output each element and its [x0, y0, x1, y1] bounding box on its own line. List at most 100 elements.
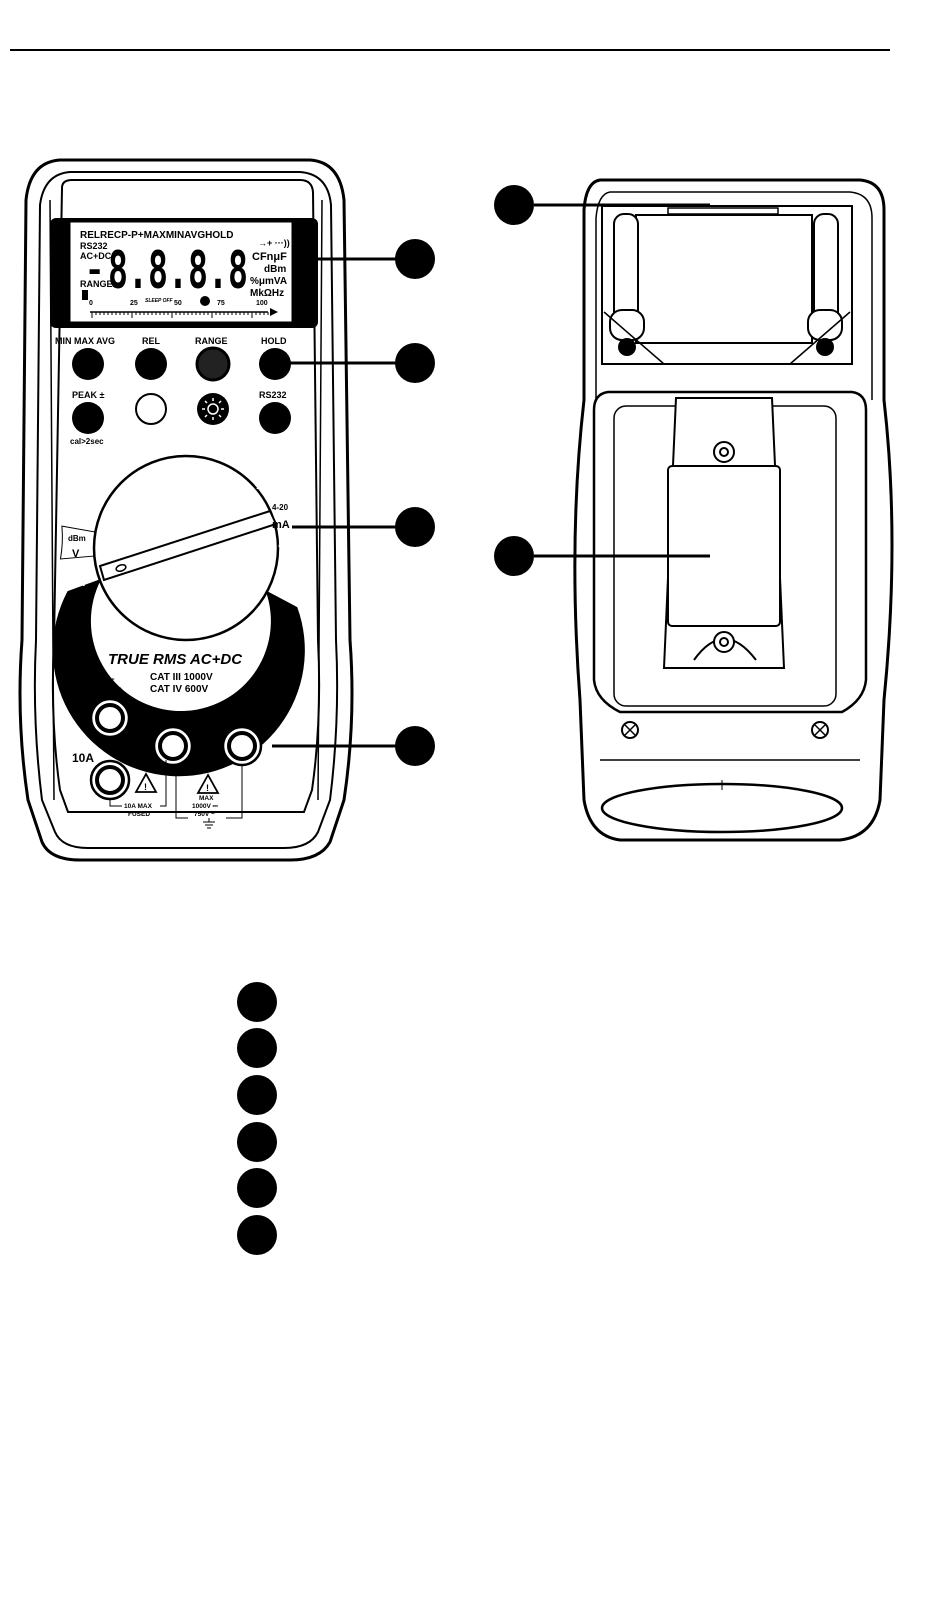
lcd-units-dbm: dBm [264, 264, 286, 275]
lcd-top-row: RELRECP-P+MAXMINAVGHOLD [80, 230, 233, 241]
dbm-pct-label: dBm % [235, 695, 266, 705]
dial-pointer [98, 509, 278, 582]
legend-marker [237, 1168, 277, 1208]
svg-text:0: 0 [89, 300, 93, 307]
lcd-cont-diode: →+ ···)) [258, 238, 290, 248]
dial-vdc: V [74, 518, 82, 530]
cat3-label: CAT III 1000V [150, 672, 213, 683]
ground-icon [203, 818, 215, 829]
minmax-label: MIN MAX AVG [55, 336, 115, 346]
dial-ohm: Ω [88, 486, 98, 500]
dial-cont: ·)))) [87, 476, 101, 485]
lcd-bargraph-scale: 0 25 SLEEP OFF 50 75 100 [89, 296, 278, 318]
svg-text:100: 100 [256, 300, 268, 307]
lcd-range: RANGE [80, 279, 113, 289]
warning-icon [134, 772, 158, 793]
rel-button[interactable] [135, 348, 167, 380]
range-label: RANGE [195, 336, 228, 346]
lcd-digits: 8.8.8.8 [108, 241, 248, 301]
rs232-label: RS232 [259, 390, 287, 400]
screw-icon [811, 721, 829, 739]
svg-text:MAX: MAX [130, 748, 145, 755]
meter-front: RELRECP-P+MAXMINAVGHOLD RS232 AC+DC - 8.… [18, 158, 354, 862]
jack-10a[interactable] [89, 759, 131, 801]
true-rms-label: TRUE RMS AC+DC [108, 651, 243, 668]
range-button[interactable] [195, 346, 231, 382]
dial-10a: 10A [256, 480, 276, 492]
callout-marker [395, 726, 435, 766]
legend-marker [237, 1028, 277, 1068]
svg-text:75: 75 [217, 300, 225, 307]
dial-degc: °C [278, 541, 293, 556]
svg-text:!: ! [206, 783, 209, 793]
legend-marker [237, 1215, 277, 1255]
10a-label: 10A [72, 751, 94, 765]
dial-degf: °F [274, 572, 287, 587]
svg-text:25: 25 [130, 300, 138, 307]
dial-4-20ma: mA [272, 519, 290, 531]
rs232-button[interactable] [259, 402, 291, 434]
svg-text:FUSED: FUSED [128, 811, 150, 818]
callout-marker [395, 507, 435, 547]
jack-ma-ua[interactable] [89, 697, 131, 739]
svg-text:SLEEP OFF: SLEEP OFF [145, 298, 174, 304]
screw-icon [713, 441, 735, 463]
vohm-label: VΩ →+ [222, 716, 262, 730]
minmax-button[interactable] [72, 348, 104, 380]
probe-holder-left [609, 213, 645, 356]
svg-text:50: 50 [174, 300, 182, 307]
hz-temp-label: Hz Temp [236, 706, 273, 716]
lcd-units-cap: CFnμF [252, 251, 287, 263]
svg-text:FUSED: FUSED [126, 756, 148, 763]
lcd-minus: - [88, 247, 101, 291]
peak-label: PEAK ± [72, 390, 105, 400]
cal-label: cal>2sec [70, 437, 104, 446]
dial-4-20: 4-20 [272, 503, 289, 512]
callout-lines-back [534, 203, 710, 558]
svg-text:!: ! [144, 782, 147, 792]
dial-hz: Hz [138, 446, 152, 458]
lcd-units-va: %μmVA [250, 276, 287, 287]
lcd-units-ohm: MkΩHz [250, 288, 284, 299]
blank-button[interactable] [135, 393, 167, 425]
backlight-icon [202, 398, 224, 420]
warning-icon [196, 773, 220, 794]
dial-cap: −||− [173, 437, 192, 449]
callout-lines-front [272, 257, 396, 748]
legend-marker [237, 1122, 277, 1162]
dial-off: OFF [67, 577, 89, 589]
hold-button[interactable] [259, 348, 291, 380]
probe-holder-right [807, 213, 843, 356]
svg-text:400 mA: 400 mA [124, 740, 147, 747]
dial-diode: →+ [117, 458, 133, 469]
dial-dbm: dBm [68, 534, 86, 543]
backlight-button[interactable] [197, 393, 229, 425]
callout-marker [494, 185, 534, 225]
battery-icon [82, 290, 88, 300]
legend-marker [237, 982, 277, 1022]
callout-marker [395, 343, 435, 383]
com-label: COM [154, 715, 182, 729]
hold-label: HOLD [261, 336, 287, 346]
lcd-rs232: RS232 [80, 241, 108, 251]
callout-marker [395, 239, 435, 279]
screw-icon [713, 631, 735, 653]
callout-marker [494, 536, 534, 576]
battery-door [667, 465, 781, 627]
ma-ua-label: mA μA [86, 685, 125, 699]
cat4-label: CAT IV 600V [150, 684, 208, 695]
jack-v-ohm[interactable] [221, 725, 263, 767]
dial-percent: % [146, 435, 155, 446]
dial-ma: mA [234, 456, 254, 470]
lcd-screen [69, 221, 293, 323]
svg-text:10A MAX: 10A MAX [124, 803, 153, 810]
meter-back [573, 178, 894, 842]
dial-ua: μA [206, 442, 221, 454]
header-rule [10, 49, 890, 51]
dial-vac: V [72, 548, 80, 560]
svg-text:1000V ⎓: 1000V ⎓ [192, 803, 219, 810]
peak-button[interactable] [72, 402, 104, 434]
jack-com[interactable] [152, 725, 194, 767]
cap-symbol: −||− [99, 674, 115, 684]
